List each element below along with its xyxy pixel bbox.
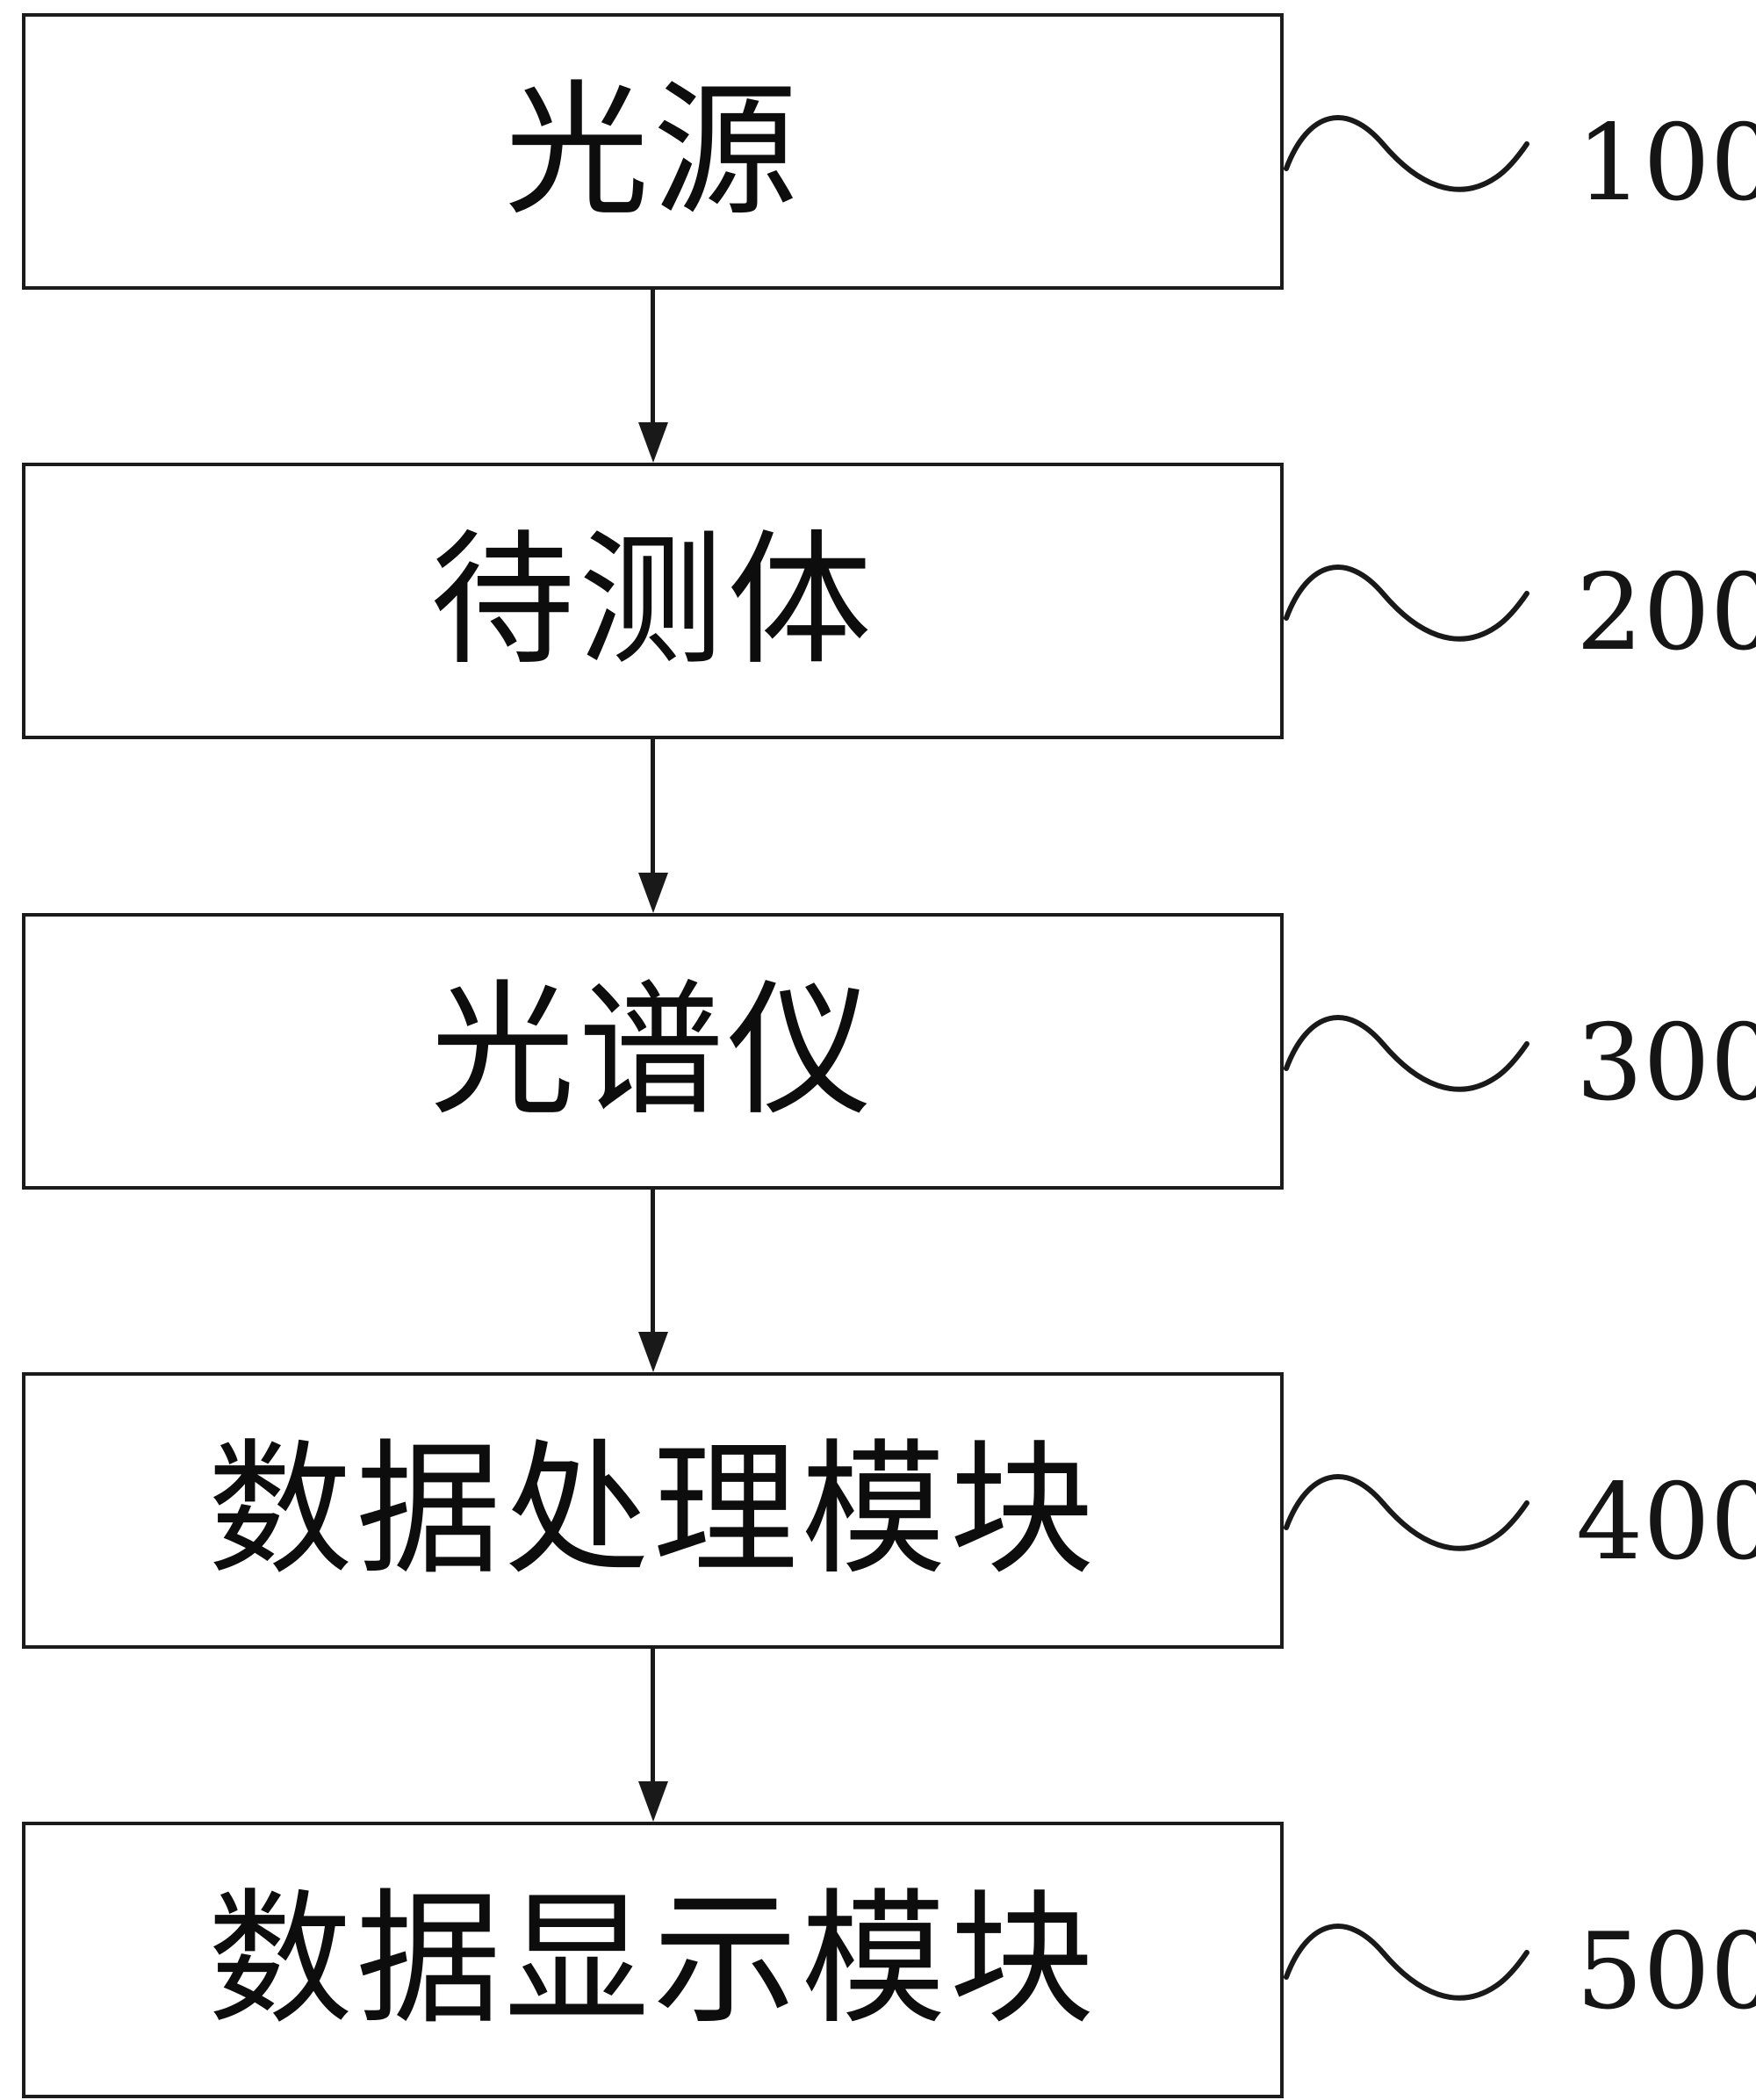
node-label-data-display-module: 数据显示模块 bbox=[207, 1875, 1098, 2044]
node-label-spectrometer: 光谱仪 bbox=[430, 967, 875, 1135]
node-label-object-under-test: 待测体 bbox=[430, 516, 875, 685]
node-box-data-display-module: 数据显示模块 bbox=[22, 1822, 1284, 2098]
node-box-object-under-test: 待测体 bbox=[22, 463, 1284, 739]
ref-squiggle-500 bbox=[1284, 1924, 1529, 2001]
arrow-shaft bbox=[651, 739, 655, 876]
arrow-shaft bbox=[651, 1649, 655, 1785]
arrow-shaft bbox=[651, 290, 655, 426]
node-box-spectrometer: 光谱仪 bbox=[22, 913, 1284, 1190]
ref-label-500: 500 bbox=[1576, 1911, 1756, 2033]
node-box-data-processing-module: 数据处理模块 bbox=[22, 1372, 1284, 1649]
ref-label-400: 400 bbox=[1576, 1462, 1756, 1584]
ref-squiggle-100 bbox=[1284, 115, 1529, 192]
ref-label-100: 100 bbox=[1576, 103, 1756, 225]
flow-arrow-4 bbox=[623, 1649, 683, 1822]
ref-squiggle-200 bbox=[1284, 565, 1529, 642]
ref-squiggle-300 bbox=[1284, 1015, 1529, 1092]
node-label-light-source: 光源 bbox=[504, 67, 802, 235]
arrowhead-icon bbox=[638, 422, 668, 463]
flow-arrow-3 bbox=[623, 1190, 683, 1372]
flow-arrow-1 bbox=[623, 290, 683, 463]
node-label-data-processing-module: 数据处理模块 bbox=[207, 1426, 1098, 1594]
ref-squiggle-400 bbox=[1284, 1474, 1529, 1551]
arrowhead-icon bbox=[638, 1332, 668, 1372]
node-box-light-source: 光源 bbox=[22, 13, 1284, 290]
arrowhead-icon bbox=[638, 873, 668, 913]
arrow-shaft bbox=[651, 1190, 655, 1335]
arrowhead-icon bbox=[638, 1781, 668, 1822]
ref-label-300: 300 bbox=[1576, 1003, 1756, 1125]
ref-label-200: 200 bbox=[1576, 552, 1756, 674]
flow-arrow-2 bbox=[623, 739, 683, 913]
